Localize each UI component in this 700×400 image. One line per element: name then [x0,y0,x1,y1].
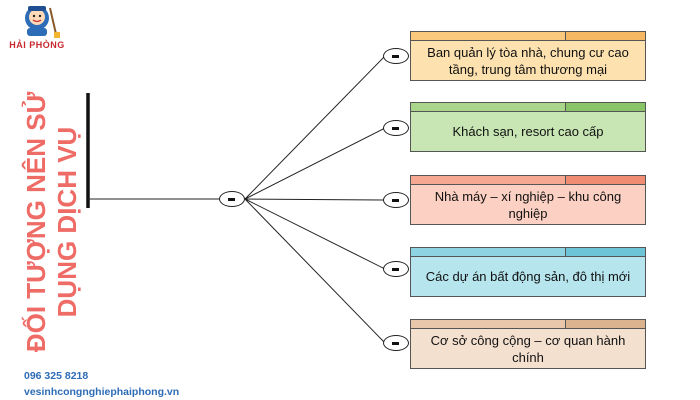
node-header-bar [411,32,645,41]
node-header-segment [565,103,645,111]
node-text: Ban quản lý tòa nhà, chung cư cao tầng, … [427,44,629,77]
branch-line-2 [244,127,386,200]
node-text: Các dự án bất động sản, đô thị mới [425,269,631,284]
node-text: Khách sạn, resort cao cấp [452,124,604,139]
collapse-button-2[interactable] [383,120,409,136]
node-text: Nhà máy – xí nghiệp – khu công nghiệp [434,188,622,221]
contact-info: 096 325 8218 vesinhcongnghiephaiphong.vn [24,368,179,400]
node-header-segment [565,320,645,328]
node-header-bar [411,103,645,112]
collapse-button-3[interactable] [383,192,409,208]
node-header-segment [565,248,645,256]
company-logo: HẢI PHÒNG [2,2,72,64]
node-header-bar [411,320,645,329]
branch-line-1 [244,55,386,200]
node-box-5[interactable]: Cơ sở công cộng – cơ quan hành chính [410,319,646,369]
root-collapse-button[interactable] [219,191,245,207]
node-header-bar [411,176,645,185]
logo-name: HẢI PHÒNG [9,40,65,50]
collapse-button-1[interactable] [383,48,409,64]
node-header-bar [411,248,645,257]
phone-number: 096 325 8218 [24,370,89,382]
collapse-button-4[interactable] [383,261,409,277]
node-header-segment [565,32,645,40]
node-header-segment [565,176,645,184]
branch-line-5 [244,198,386,344]
node-box-3[interactable]: Nhà máy – xí nghiệp – khu công nghiệp [410,175,646,225]
mascot-icon [25,6,60,38]
node-box-4[interactable]: Các dự án bất động sản, đô thị mới [410,247,646,297]
node-box-2[interactable]: Khách sạn, resort cao cấp [410,102,646,152]
website-link[interactable]: vesinhcongnghiephaiphong.vn [24,386,180,398]
collapse-button-5[interactable] [383,335,409,351]
branch-line-4 [244,198,386,270]
node-box-1[interactable]: Ban quản lý tòa nhà, chung cư cao tầng, … [410,31,646,81]
branch-line-3 [244,198,386,201]
node-text: Cơ sở công cộng – cơ quan hành chính [430,332,626,365]
